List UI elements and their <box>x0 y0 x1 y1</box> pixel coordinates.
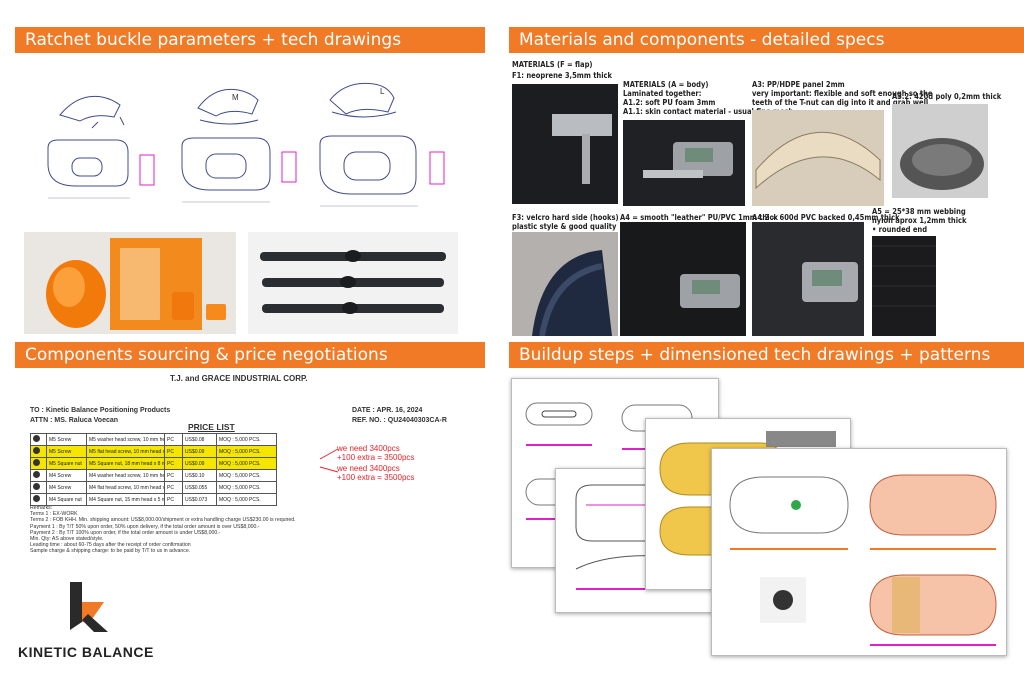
price-cell-item: M5 Square nut <box>46 457 87 470</box>
quantity-note-2b: +100 extra = 3500pcs <box>337 473 415 482</box>
buckle-tech-drawings: M L <box>47 82 445 207</box>
price-cell-price: US$0.08 <box>182 433 217 446</box>
price-cell-desc: M4 washer head screw, 10 mm head x threa… <box>86 469 165 482</box>
price-cell-price: US$0.055 <box>182 481 217 494</box>
brand-name: KINETIC BALANCE <box>18 644 154 660</box>
price-cell-price: US$0.10 <box>182 469 217 482</box>
material-a4-label: A4 = smooth "leather" PU/PVC 1mm thick <box>620 213 779 222</box>
material-a3-label: A3: PP/HDPE panel 2mm very important: fl… <box>752 80 933 107</box>
panel-sample-photo <box>752 110 884 206</box>
section-header-materials: Materials and components - detailed spec… <box>509 27 1024 53</box>
price-cell-moq: MOQ : 5,000 PCS. <box>216 445 277 458</box>
price-list-ref: REF. NO. : QU24040303CA-R <box>352 417 447 424</box>
part-thumbnail <box>30 433 47 446</box>
price-cell-unit: PC <box>164 481 183 494</box>
neoprene-caliper-photo <box>512 84 618 204</box>
price-cell-item: M4 Screw <box>46 469 87 482</box>
price-cell-desc: M5 washer head screw, 10 mm head x threa… <box>86 433 165 446</box>
drawing-size-large: L <box>380 87 385 96</box>
part-thumbnail <box>30 481 47 494</box>
drawing-size-medium: M <box>232 93 239 102</box>
price-cell-unit: PC <box>164 469 183 482</box>
price-cell-moq: MOQ : 5,000 PCS. <box>216 457 277 470</box>
price-cell-desc: M5 flat head screw, 10 mm head x length … <box>86 445 165 458</box>
price-cell-desc: M4 flat head screw, 10 mm head x length … <box>86 481 165 494</box>
price-cell-item: M5 Screw <box>46 433 87 446</box>
material-a5-label: A5 = 25*38 mm webbing nylon aprox 1,2mm … <box>872 207 967 234</box>
price-list-date: DATE : APR. 16, 2024 <box>352 407 423 414</box>
pvc-caliper-photo <box>752 222 864 336</box>
part-thumbnail <box>30 457 47 470</box>
price-list-title: PRICE LIST <box>188 422 235 432</box>
price-cell-unit: PC <box>164 457 183 470</box>
price-cell-price: US$0.09 <box>182 445 217 458</box>
buckle-color-sample-photo <box>24 232 236 334</box>
note-arrows <box>319 448 339 473</box>
price-list-attn: ATTN : MS. Raluca Voecan <box>30 417 119 424</box>
quantity-note-2a: we need 3400pcs <box>337 464 400 473</box>
price-cell-price: US$0.09 <box>182 457 217 470</box>
kinetic-balance-logo <box>70 582 108 632</box>
section-header-buildup: Buildup steps + dimensioned tech drawing… <box>509 342 1024 368</box>
velcro-hooks-photo <box>512 232 618 336</box>
price-cell-unit: PC <box>164 433 183 446</box>
material-f3-label: F3: velcro hard side (hooks) plastic sty… <box>512 213 619 231</box>
part-thumbnail <box>30 493 47 506</box>
price-cell-moq: MOQ : 5,000 PCS. <box>216 433 277 446</box>
quantity-note-1b: +100 extra = 3500pcs <box>337 453 415 462</box>
section-header-buckle: Ratchet buckle parameters + tech drawing… <box>15 27 485 53</box>
price-cell-moq: MOQ : 5,000 PCS. <box>216 493 277 506</box>
price-cell-unit: PC <box>164 445 183 458</box>
part-thumbnail <box>30 445 47 458</box>
materials-f-header: MATERIALS (F = flap) <box>512 60 593 69</box>
leather-caliper-photo <box>620 222 746 336</box>
part-thumbnail <box>30 469 47 482</box>
price-cell-item: M4 Screw <box>46 481 87 494</box>
price-cell-desc: M4 Square nut, 15 mm head x 5 mm H, blac… <box>86 493 165 506</box>
material-a-block-label: MATERIALS (A = body) Laminated together:… <box>623 80 793 116</box>
price-cell-moq: MOQ : 5,000 PCS. <box>216 481 277 494</box>
material-a32-label: A3.2: 420d poly 0,2mm thick <box>892 92 1002 101</box>
ratchet-straps-photo <box>248 232 458 334</box>
webbing-photo <box>872 236 936 336</box>
price-cell-desc: M5 Square nut, 18 mm head x 8 mm H, blac… <box>86 457 165 470</box>
price-list-remarks: Remarks: Terms 1 : EX-WORK Terms 2 : FOB… <box>30 505 296 555</box>
price-list-to: TO : Kinetic Balance Positioning Product… <box>30 407 171 414</box>
quantity-note-1a: we need 3400pcs <box>337 444 400 453</box>
price-cell-price: US$0.073 <box>182 493 217 506</box>
foam-caliper-photo <box>623 120 745 206</box>
price-cell-moq: MOQ : 5,000 PCS. <box>216 469 277 482</box>
section-header-sourcing: Components sourcing & price negotiations <box>15 342 485 368</box>
material-a42-label: A4.2 = 600d PVC backed 0,45mm thick <box>752 213 900 222</box>
price-cell-item: M4 Square nut <box>46 493 87 506</box>
price-cell-unit: PC <box>164 493 183 506</box>
material-f1-label: F1: neoprene 3,5mm thick <box>512 71 613 80</box>
supplier-name: T.J. and GRACE INDUSTRIAL CORP. <box>170 374 308 383</box>
buildup-sheet-4 <box>711 448 1007 656</box>
poly-fabric-photo <box>892 104 988 198</box>
price-cell-item: M5 Screw <box>46 445 87 458</box>
